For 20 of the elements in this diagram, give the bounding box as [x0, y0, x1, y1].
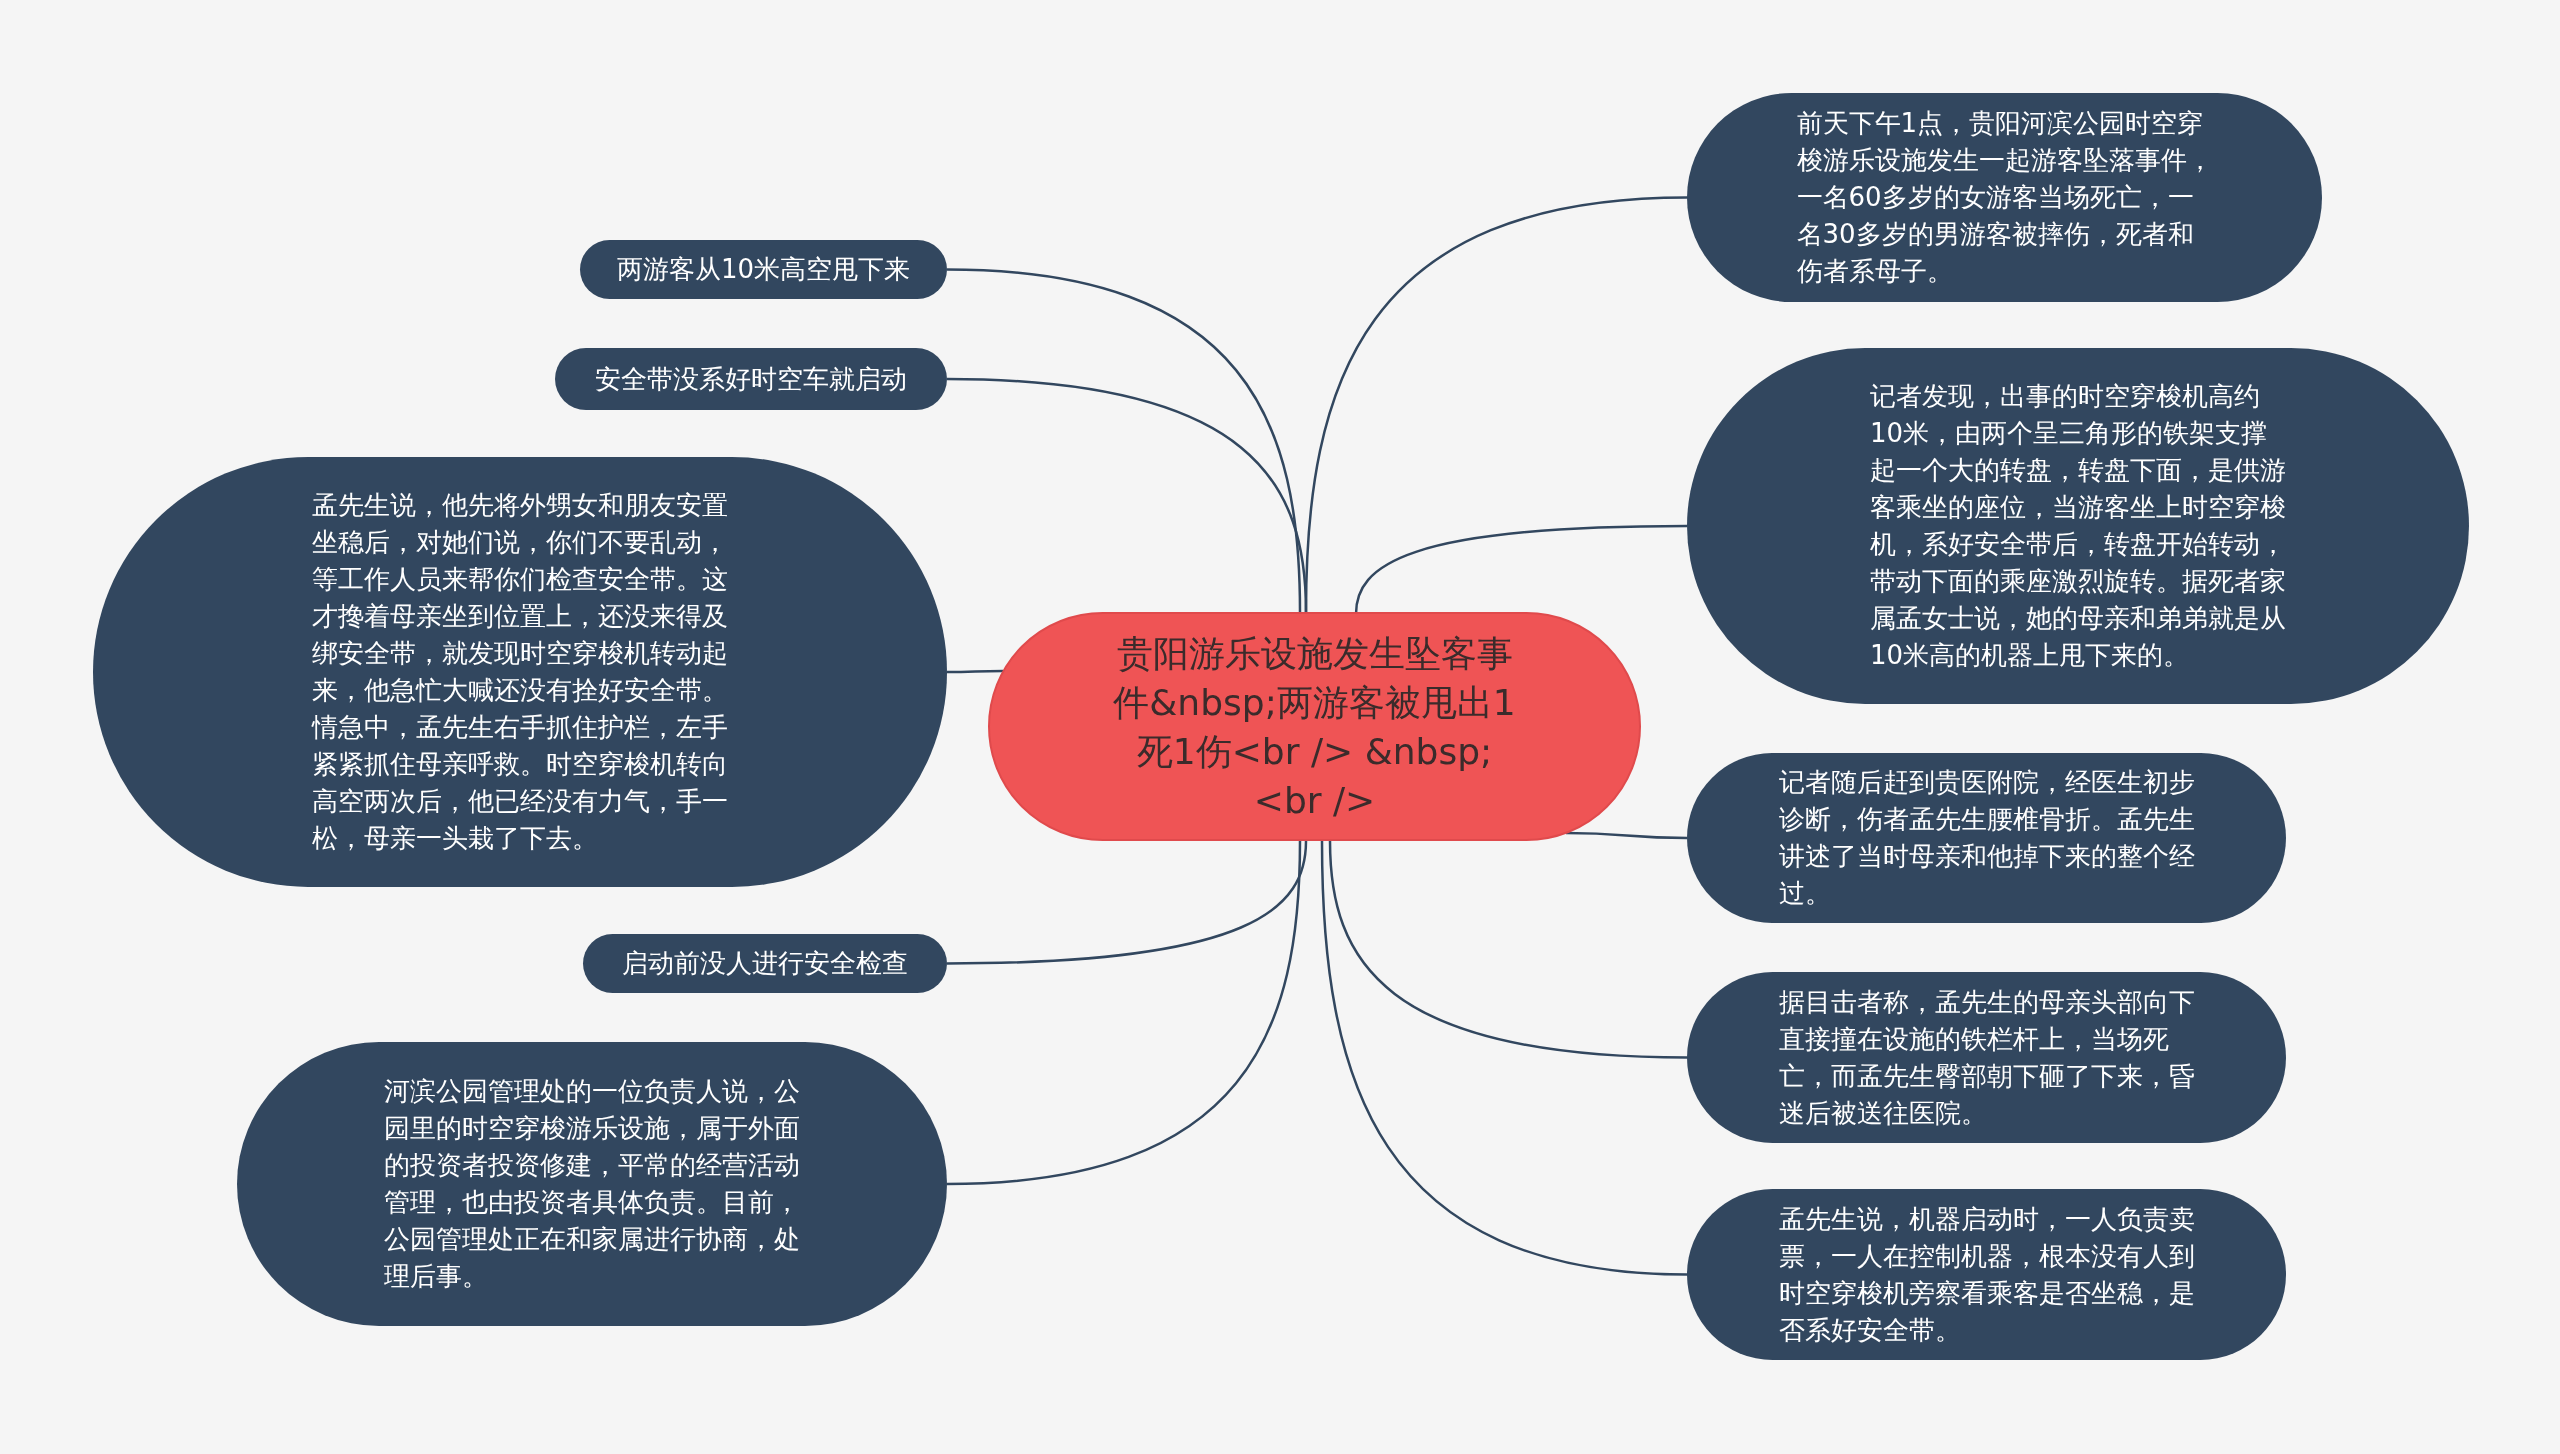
- connector: [1566, 831, 1687, 840]
- topic-text: 启动前没人进行安全检查: [622, 947, 908, 980]
- connector: [946, 840, 1308, 965]
- connector: [946, 840, 1302, 1186]
- topic-text: 前天下午1点，贵阳河滨公园时空穿梭游乐设施发生一起游客坠落事件，一名60多岁的女游客当场死亡，一名30多岁的男游客被摔伤，死者和伤者系母子。: [1796, 107, 2213, 288]
- connector: [1304, 196, 1688, 613]
- connector: [1328, 840, 1688, 1059]
- topic-text: 记者随后赶到贵医附院，经医生初步诊断，伤者孟先生腰椎骨折。孟先生讲述了当时母亲和他掉下来的整个经过。: [1778, 766, 2195, 910]
- connector: [947, 669, 1003, 674]
- connector: [946, 268, 1302, 613]
- topic-text: 安全带没系好时空车就启动: [595, 362, 907, 396]
- topic-text: 两游客从10米高空甩下来: [616, 253, 911, 286]
- topic-text: 记者发现，出事的时空穿梭机高约10米，由两个呈三角形的铁架支撑起一个大的转盘，转盘下面，是供游客乘坐的座位，当游客坐上时空穿梭机，系好安全带后，转盘开始转动，带动下面的乘座激烈旋转。据死者家属孟女士说，她的母亲和弟弟就是从10米高的机器上甩下来的。: [1870, 380, 2286, 672]
- central-topic-text: 贵阳游乐设施发生坠客事件&nbsp;两游客被甩出1死1伤<br /> &nbsp; <br />: [1112, 631, 1517, 823]
- topic-text: 孟先生说，他先将外甥女和朋友安置坐稳后，对她们说，你们不要乱动，等工作人员来帮你们检查安全带。这才搀着母亲坐到位置上，还没来得及绑安全带，就发现时空穿梭机转动起来，他急忙大喊还没有拴好安全带。情急中，孟先生右手抓住护栏，左手紧紧抓住母亲呼救。时空穿梭机转向高空两次后，他已经没有力气，手一松，母亲一头栽了下去。: [312, 489, 728, 855]
- connector: [1320, 840, 1688, 1276]
- connector: [1354, 524, 1687, 615]
- topic-text: 孟先生说，机器启动时，一人负责卖票，一人在控制机器，根本没有人到时空穿梭机旁察看乘客是否坐稳，是否系好安全带。: [1778, 1202, 2195, 1347]
- topic-text: 河滨公园管理处的一位负责人说，公园里的时空穿梭游乐设施，属于外面的投资者投资修建，平常的经营活动管理，也由投资者具体负责。目前，公园管理处正在和家属进行协商，处理后事。: [384, 1075, 800, 1293]
- topic-text: 据目击者称，孟先生的母亲头部向下直接撞在设施的铁栏杆上，当场死亡，而孟先生臀部朝下砸了下来，昏迷后被送往医院。: [1778, 985, 2195, 1130]
